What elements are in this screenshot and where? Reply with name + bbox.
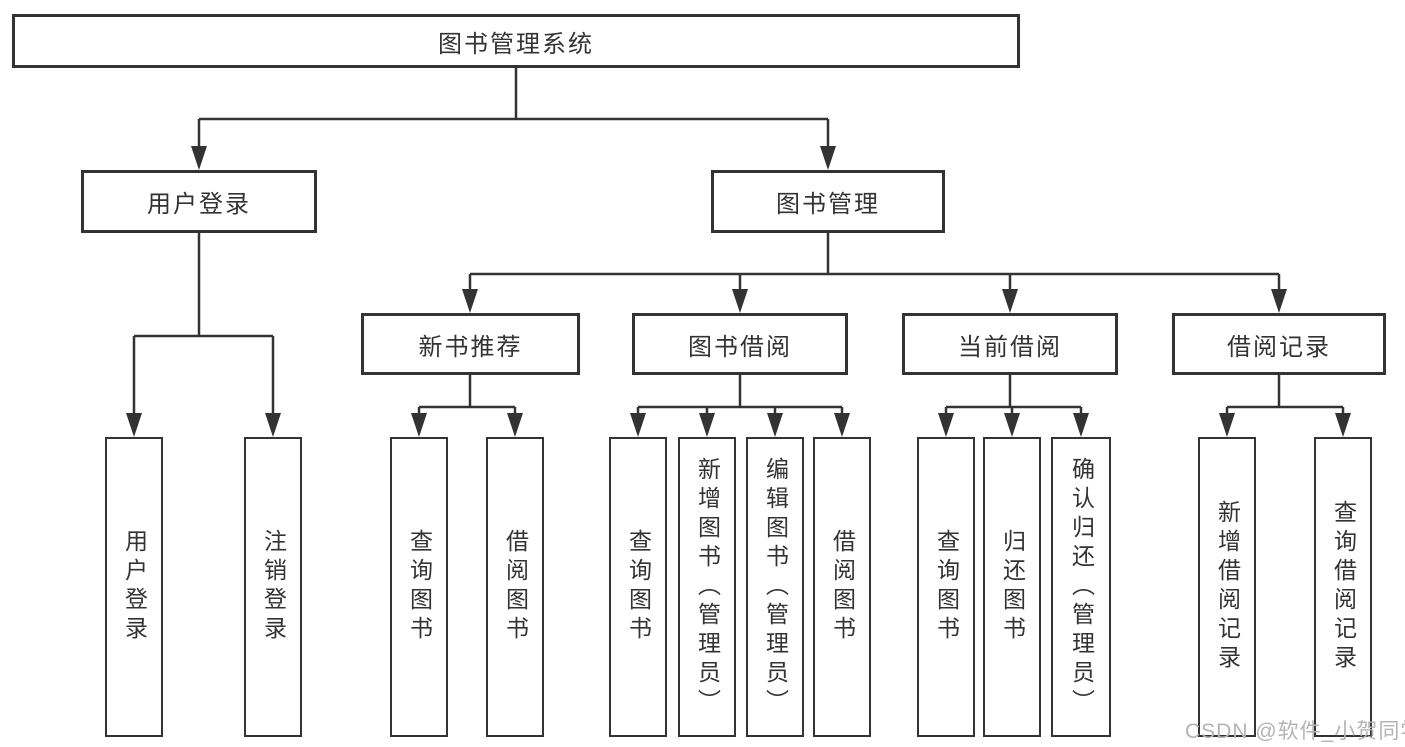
node-current-borrow: 当前借阅: [902, 313, 1118, 375]
node-book-borrow: 图书借阅: [632, 313, 848, 375]
leaf-return-books: 归还图书: [983, 437, 1041, 737]
csdn-watermark: CSDN @软件_小贺同学: [1185, 720, 1405, 743]
connector-newbook-to-leaves: [411, 375, 523, 437]
leaf-query-books-borrow: 查询图书: [609, 437, 667, 737]
leaf-edit-book-admin: 编辑图书（管理员）: [746, 437, 804, 737]
leaf-logout: 注销登录: [244, 437, 302, 737]
connector-userlogin-to-leaves: [126, 233, 281, 437]
leaf-confirm-return-admin: 确认归还（管理员）: [1051, 437, 1111, 737]
node-user-login: 用户登录: [81, 170, 317, 233]
node-root-system: 图书管理系统: [12, 14, 1020, 68]
leaf-borrow-books: 借阅图书: [813, 437, 871, 737]
leaf-borrow-books-recommend: 借阅图书: [486, 437, 544, 737]
connector-currentborrow-to-leaves: [938, 375, 1089, 437]
connector-bookborrow-to-leaves: [630, 375, 850, 437]
node-new-book-recommend: 新书推荐: [361, 313, 580, 375]
leaf-user-login: 用户登录: [105, 437, 163, 737]
leaf-query-books-current: 查询图书: [917, 437, 975, 737]
leaf-query-borrow-record: 查询借阅记录: [1314, 437, 1372, 737]
connector-bookmgmt-to-level3: [462, 233, 1287, 313]
node-borrow-records: 借阅记录: [1172, 313, 1386, 375]
node-book-management: 图书管理: [711, 170, 945, 233]
connector-records-to-leaves: [1219, 375, 1351, 437]
leaf-add-borrow-record: 新增借阅记录: [1198, 437, 1256, 737]
leaf-query-books-recommend: 查询图书: [390, 437, 448, 737]
connector-root-to-level2: [191, 68, 836, 170]
leaf-add-book-admin: 新增图书（管理员）: [678, 437, 736, 737]
